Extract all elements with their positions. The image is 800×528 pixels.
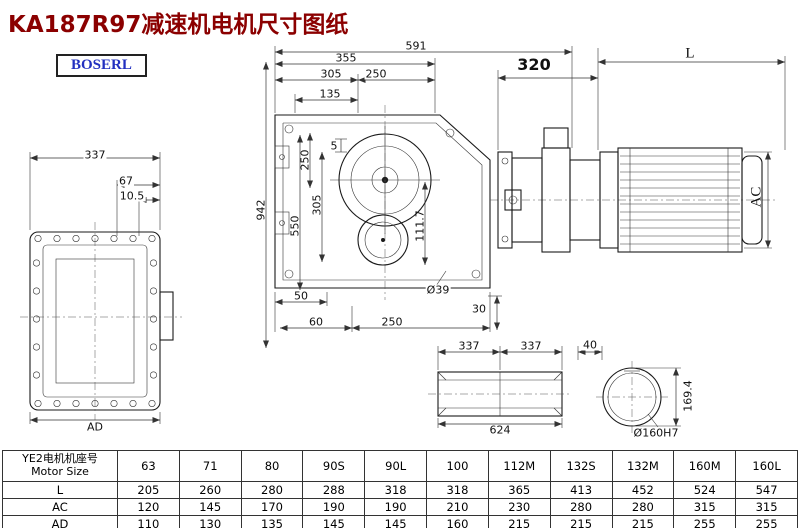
dim-main-250-top: 250 [364,67,388,81]
table-cell: 130 [178,515,242,528]
dim-main-111-7: 111.7 [413,210,427,242]
dim-bore-169-4: 169.4 [681,380,695,412]
table-col-header: 80 [240,450,304,482]
dim-shaft-337b: 337 [519,339,543,353]
dim-main-305-left: 305 [310,194,324,216]
dim-main-942: 942 [254,199,268,221]
dim-shaft-337a: 337 [457,339,481,353]
table-cell: 547 [735,481,798,499]
table-cell: 280 [549,498,613,516]
table-col-header: 132M [611,450,675,482]
table-cell: 145 [364,515,428,528]
table-cell: 160 [426,515,489,528]
table-row-label: L [2,481,118,499]
table-row-label: AC [2,498,118,516]
table-cell: 365 [487,481,551,499]
dim-bore-dia160: Ø160H7 [632,426,680,440]
table-cell: 190 [364,498,428,516]
table-cell: 215 [487,515,551,528]
table-cell: 190 [302,498,366,516]
table-cell: 215 [549,515,613,528]
dim-main-250-left: 250 [298,149,312,171]
table-cell: 205 [117,481,180,499]
dim-left-10-5: 10.5 [118,189,146,203]
table-cell: 318 [364,481,428,499]
dim-main-591: 591 [404,39,428,53]
brand-logo: BOSERL [56,54,147,77]
dim-main-30: 30 [471,302,487,316]
dim-motor-AC: AC [748,186,765,208]
table-cell: 210 [426,498,489,516]
table-cell: 135 [240,515,304,528]
dim-main-305-top: 305 [319,67,343,81]
table-col-header: 63 [117,450,180,482]
dim-main-5: 5 [329,139,339,153]
table-col-header: 132S [549,450,613,482]
table-cell: 145 [178,498,242,516]
motor-view [490,48,786,253]
table-cell: 145 [302,515,366,528]
dim-motor-L: L [684,45,696,62]
table-col-header: 100 [426,450,489,482]
table-cell: 255 [735,515,798,528]
table-cell: 280 [611,498,675,516]
table-cell: 255 [673,515,737,528]
table-cell: 110 [117,515,180,528]
page-title: KA187R97减速机电机尺寸图纸 [8,12,349,38]
main-view [263,46,573,348]
table-col-header: 160M [673,450,737,482]
bore-view [577,346,681,433]
shaft-view [428,346,572,428]
left-view [20,152,182,424]
dim-main-355: 355 [334,51,358,65]
table-cell: 452 [611,481,675,499]
dim-main-60: 60 [308,315,324,329]
table-col-header: 160L [735,450,798,482]
table-cell: 524 [673,481,737,499]
dim-bore-40: 40 [582,338,598,352]
table-cell: 315 [735,498,798,516]
table-cell: 280 [240,481,304,499]
table-cell: 318 [426,481,489,499]
table-cell: 170 [240,498,304,516]
table-cell: 260 [178,481,242,499]
dim-shaft-624: 624 [488,423,512,437]
table-cell: 288 [302,481,366,499]
dim-main-250-bottom: 250 [380,315,404,329]
dim-left-ad: AD [86,420,104,434]
table-cell: 230 [487,498,551,516]
table-row-label: AD [2,515,118,528]
dim-left-width: 337 [83,148,107,162]
table-cell: 315 [673,498,737,516]
table-col-header: 90L [364,450,428,482]
table-col-header: 90S [302,450,366,482]
dim-left-67: 67 [118,174,134,188]
dim-main-550: 550 [288,215,302,237]
table-cell: 215 [611,515,675,528]
dim-motor-320: 320 [516,55,552,74]
table-cell: 413 [549,481,613,499]
dim-main-135: 135 [318,87,342,101]
dim-main-50: 50 [293,289,309,303]
table-col-header: 71 [178,450,242,482]
table-col-header: 112M [487,450,551,482]
table-cell: 120 [117,498,180,516]
dim-main-dia39: Ø39 [425,283,451,297]
